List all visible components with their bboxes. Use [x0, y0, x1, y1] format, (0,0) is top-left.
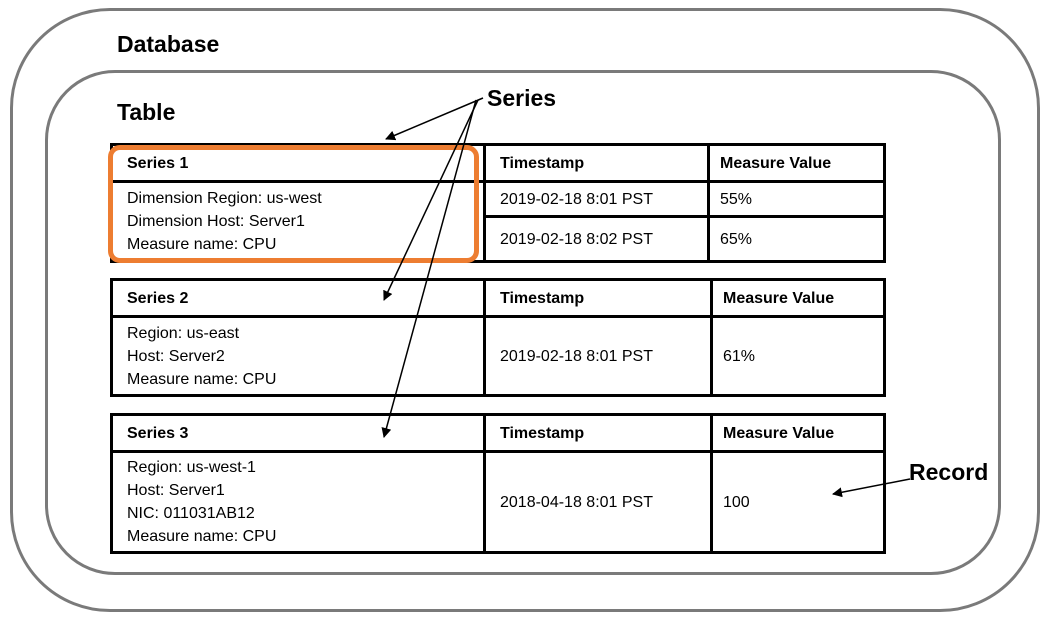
- series-callout-label: Series: [487, 85, 557, 111]
- dimension-line: Measure name: CPU: [127, 528, 277, 545]
- table-label: Table: [117, 99, 176, 125]
- series-2-header: Series 2: [127, 289, 189, 307]
- record-value: 100: [723, 493, 750, 511]
- record-timestamp: 2018-04-18 8:01 PST: [500, 493, 653, 511]
- table-container: [45, 70, 1001, 575]
- database-container: [10, 8, 1040, 612]
- dimension-line: Host: Server1: [127, 482, 225, 499]
- series-2-dimensions: Region: us-east Host: Server2 Measure na…: [113, 318, 483, 394]
- dimension-line: Dimension Host: Server1: [127, 213, 305, 230]
- series-1-highlight: [108, 145, 479, 263]
- series-1-dimensions: Dimension Region: us-west Dimension Host…: [113, 183, 483, 260]
- dimension-line: Measure name: CPU: [127, 370, 277, 388]
- series-3-measure-header: Measure Value: [723, 424, 835, 442]
- series-1-timestamp-header: Timestamp: [500, 154, 585, 172]
- dimension-line: NIC: 011031AB12: [127, 505, 255, 522]
- series-2-timestamp-header: Timestamp: [500, 289, 585, 307]
- record-value: 61%: [723, 347, 756, 365]
- series-2-table: Series 2 Timestamp Measure Value Region:…: [110, 278, 886, 397]
- series-1-measure-header: Measure Value: [720, 154, 832, 172]
- series-3-dimensions: Region: us-west-1 Host: Server1 NIC: 011…: [113, 453, 483, 551]
- dimension-line: Host: Server2: [127, 347, 225, 365]
- series-1-table: Series 1 Timestamp Measure Value Dimensi…: [110, 143, 886, 263]
- series-3-timestamp-header: Timestamp: [500, 424, 585, 442]
- dimension-line: Region: us-east: [127, 324, 240, 342]
- record-value: 65%: [720, 230, 753, 248]
- record-callout-label: Record: [909, 459, 989, 485]
- dimension-line: Region: us-west-1: [127, 459, 256, 476]
- record-timestamp: 2019-02-18 8:01 PST: [500, 190, 653, 208]
- series-1-header: Series 1: [127, 154, 189, 172]
- dimension-line: Dimension Region: us-west: [127, 190, 322, 207]
- database-label: Database: [117, 31, 220, 57]
- dimension-line: Measure name: CPU: [127, 236, 277, 253]
- record-timestamp: 2019-02-18 8:01 PST: [500, 347, 653, 365]
- series-3-table: Series 3 Timestamp Measure Value Region:…: [110, 413, 886, 554]
- series-2-measure-header: Measure Value: [723, 289, 835, 307]
- record-value: 55%: [720, 190, 753, 208]
- series-3-header: Series 3: [127, 424, 189, 442]
- record-timestamp: 2019-02-18 8:02 PST: [500, 230, 653, 248]
